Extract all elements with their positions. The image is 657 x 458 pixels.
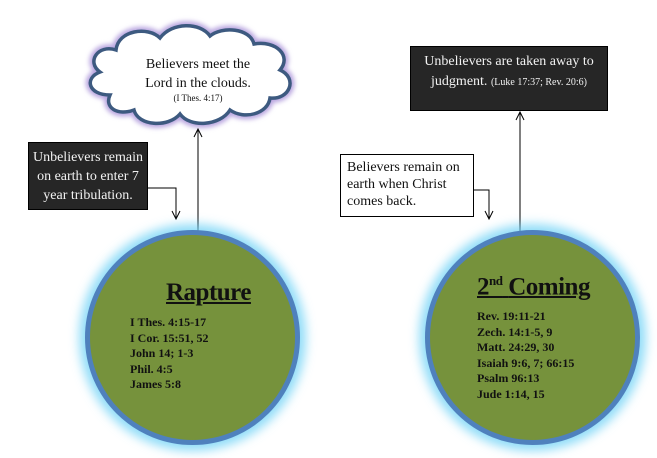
box-line: earth when Christ xyxy=(347,177,447,192)
second-coming-circle: 2nd Coming Rev. 19:11-21 Zech. 14:1-5, 9… xyxy=(425,230,640,445)
cloud-line-2: Lord in the clouds. xyxy=(145,76,251,91)
reference-item: Zech. 14:1-5, 9 xyxy=(477,324,553,339)
unbelievers-judgment-box: Unbelievers are taken away to judgment. … xyxy=(410,46,608,111)
unbelievers-remain-arrow xyxy=(148,187,181,221)
cloud-line-1: Believers meet the xyxy=(145,57,251,72)
box-reference: (Luke 17:37; Rev. 20:6) xyxy=(490,77,587,88)
title-number: 2 xyxy=(477,273,490,301)
rapture-circle: Rapture I Thes. 4:15-17 I Cor. 15:51, 52… xyxy=(85,230,300,445)
box-line: Unbelievers remain xyxy=(32,150,143,165)
title-word: Coming xyxy=(508,273,590,301)
box-line: judgment. xyxy=(431,74,488,89)
reference-item: John 14; 1-3 xyxy=(130,346,194,360)
box-line: Unbelievers are taken away to xyxy=(424,54,594,69)
believers-remain-box: Believers remain on earth when Christ co… xyxy=(340,154,474,217)
title-ordinal: nd xyxy=(489,273,503,288)
rapture-references: I Thes. 4:15-17 I Cor. 15:51, 52 John 14… xyxy=(130,315,209,393)
second-coming-references: Rev. 19:11-21 Zech. 14:1-5, 9 Matt. 24:2… xyxy=(477,309,574,402)
rapture-up-arrow xyxy=(193,127,203,232)
cloud-text: Believers meet the Lord in the clouds. (… xyxy=(118,55,278,103)
second-coming-up-arrow xyxy=(515,110,525,232)
believers-remain-arrow xyxy=(474,189,494,221)
reference-item: Phil. 4:5 xyxy=(130,361,173,376)
rapture-title: Rapture xyxy=(166,279,251,306)
box-line: Believers remain on xyxy=(347,160,460,175)
reference-item: Jude 1:14, 15 xyxy=(477,386,545,401)
reference-item: I Thes. 4:15-17 xyxy=(130,315,207,329)
cloud-shape xyxy=(85,21,295,128)
unbelievers-remain-box: Unbelievers remain on earth to enter 7 y… xyxy=(28,142,148,210)
reference-item: Isaiah 9:6, 7; 66:15 xyxy=(477,355,575,370)
second-coming-title: 2nd Coming xyxy=(477,273,590,301)
reference-item: James 5:8 xyxy=(130,377,181,391)
box-line: on earth to enter 7 xyxy=(37,169,139,184)
box-line: year tribulation. xyxy=(43,188,133,203)
reference-item: Psalm 96:13 xyxy=(477,371,540,385)
cloud-reference: (I Thes. 4:17) xyxy=(173,93,223,103)
box-line: comes back. xyxy=(347,194,417,209)
reference-item: I Cor. 15:51, 52 xyxy=(130,330,209,345)
reference-item: Matt. 24:29, 30 xyxy=(477,340,555,354)
reference-item: Rev. 19:11-21 xyxy=(477,309,546,323)
